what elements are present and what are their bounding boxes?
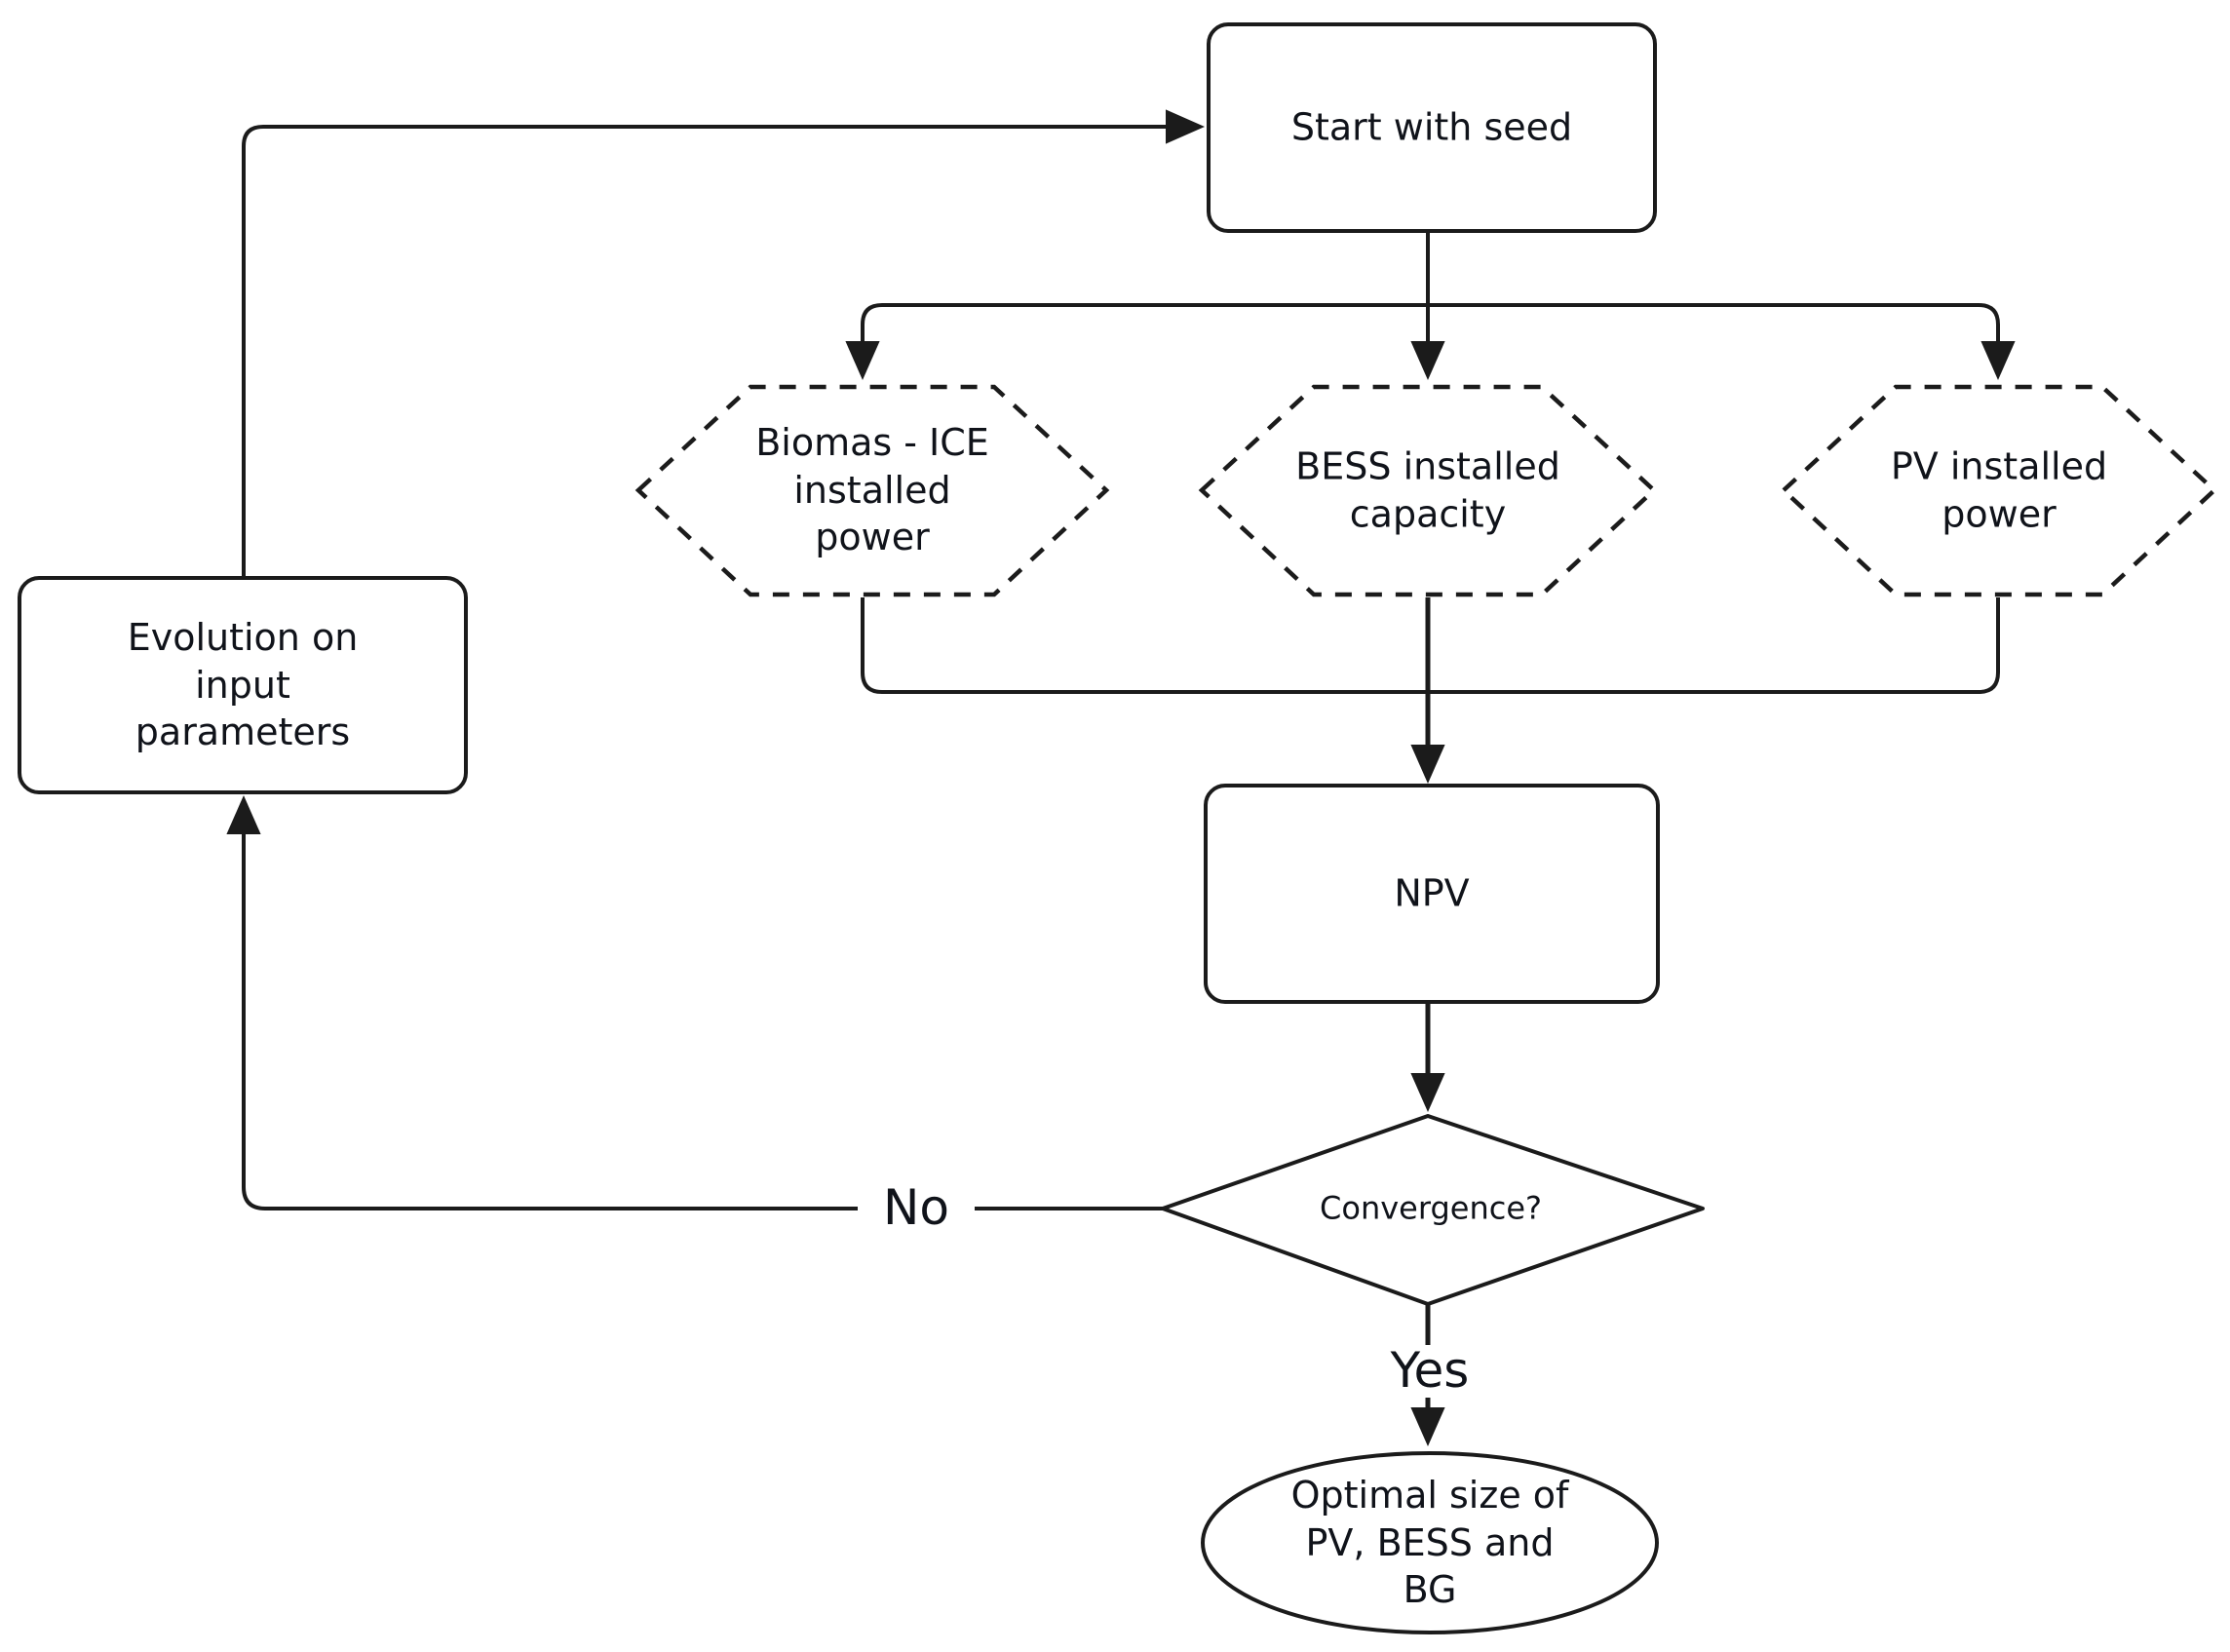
start-node: [1207, 22, 1657, 233]
edge-no-to-evolution: [226, 795, 1164, 1210]
edge-evolution-to-start: [242, 109, 1205, 582]
bess-hexagon: [1198, 384, 1658, 597]
edge-start-to-pv: [1428, 303, 2016, 380]
optimal-ellipse: [1201, 1451, 1659, 1634]
edge-pv-to-merge: [1428, 597, 2000, 694]
optimal-label: Optimal size of PV, BESS and BG: [1290, 1474, 1569, 1612]
biomas-hexagon: [634, 384, 1110, 597]
biomas-label: Biomas - ICE installed power: [755, 421, 989, 559]
pv-hexagon: [1780, 384, 2218, 597]
start-label: Start with seed: [1290, 105, 1573, 149]
bess-label: BESS installed capacity: [1295, 444, 1560, 535]
convergence-diamond: [1161, 1114, 1705, 1306]
npv-label: NPV: [1394, 871, 1470, 915]
evolution-label: Evolution on input parameters: [127, 616, 359, 754]
pv-label: PV installed power: [1890, 444, 2108, 535]
no-edge-label: No: [858, 1176, 975, 1239]
convergence-label: Convergence?: [1320, 1189, 1542, 1227]
edge-start-to-biomas: [845, 303, 1428, 380]
evolution-node: [18, 576, 468, 794]
yes-edge-label: Yes: [1390, 1342, 1470, 1399]
npv-node: [1204, 784, 1660, 1004]
edge-biomas-to-merge: [861, 597, 1428, 694]
